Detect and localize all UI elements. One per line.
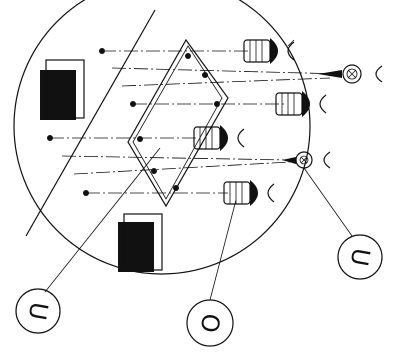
detail-circle xyxy=(13,0,311,275)
bolt-middle xyxy=(275,91,327,117)
callout-screw-text: U xyxy=(345,246,376,268)
callout-bolt-text: O xyxy=(195,311,226,334)
wall-label-upper: 01 xyxy=(40,59,85,120)
callout-plate: U xyxy=(15,288,61,334)
leader-bolt xyxy=(209,199,237,301)
bolt-bottom xyxy=(223,180,275,206)
callout-screw: U xyxy=(337,234,383,280)
bolt-lower xyxy=(193,125,245,151)
wall-edge-line xyxy=(25,9,156,237)
plate-hole-4 xyxy=(137,136,143,142)
screw-upper xyxy=(318,64,383,84)
leader-screw xyxy=(303,167,353,237)
wall-label-upper-text: 01 xyxy=(45,70,75,103)
plate-hole-6 xyxy=(173,185,179,191)
wall-label-lower: 01 xyxy=(118,213,163,272)
callout-bolt: O xyxy=(186,299,234,347)
leader-plate xyxy=(44,147,161,293)
plate-hole-1 xyxy=(185,53,191,59)
plate-hole-2 xyxy=(202,72,208,78)
wall-label-lower-text: 01 xyxy=(124,226,154,259)
mounting-plate xyxy=(127,38,229,208)
bolt-top xyxy=(243,38,295,64)
plate-hole-5 xyxy=(151,168,157,174)
center-lines xyxy=(50,50,343,194)
callout-plate-text: U xyxy=(23,300,54,322)
